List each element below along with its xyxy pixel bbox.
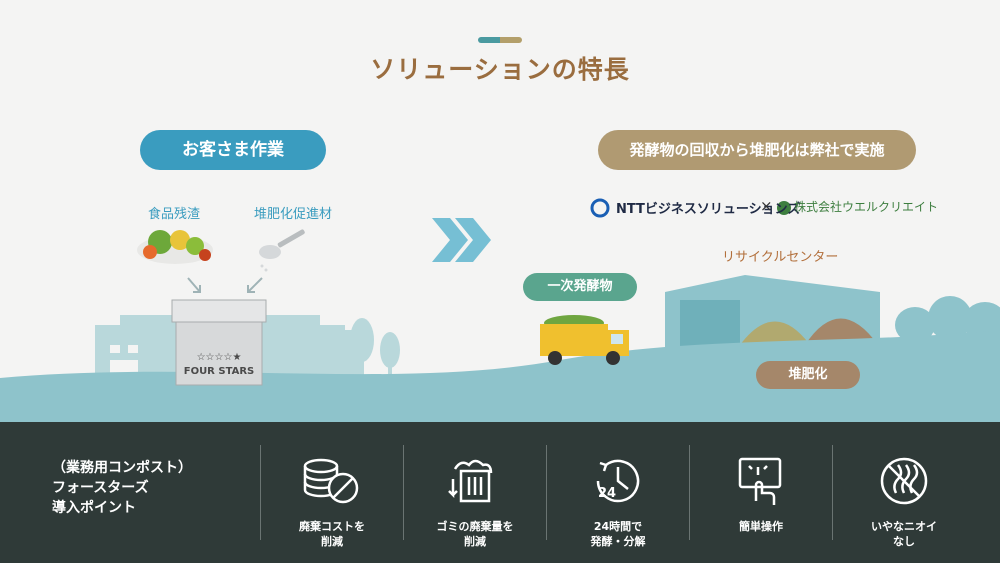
feature-text-line2: 削減	[321, 535, 343, 548]
company-work-pill: 発酵物の回収から堆肥化は弊社で実施	[598, 130, 916, 170]
feature-text-line1: 24時間で	[593, 520, 643, 533]
flow-arrow-icon	[432, 218, 491, 262]
divider	[403, 445, 404, 540]
machine-stars: ☆☆☆☆★	[197, 352, 242, 363]
title-accent-bar	[478, 37, 522, 43]
compost-accelerator-label: 堆肥化促進材	[254, 207, 333, 222]
footer-heading-line: フォースターズ	[52, 480, 149, 496]
feature-text-line1: ゴミの廃棄量を	[436, 520, 514, 533]
footer-heading-line: 導入ポイント	[52, 500, 136, 516]
feature-cost-reduction: 廃棄コストを 削減	[262, 445, 402, 549]
wellcreate-logo-icon	[777, 201, 791, 215]
compost-pile-green	[740, 321, 810, 345]
customer-work-pill: お客さま作業	[140, 130, 326, 170]
compost-pile-brown	[805, 318, 878, 345]
trash-reduce-icon	[448, 459, 493, 503]
divider	[832, 445, 833, 540]
machine-name: FOUR STARS	[184, 366, 255, 377]
scoop-icon	[259, 229, 305, 272]
input-arrows	[187, 277, 263, 293]
four-stars-machine	[171, 299, 267, 386]
recycle-center-label: リサイクルセンター	[722, 250, 839, 265]
food-waste-icon	[137, 230, 213, 264]
divider	[689, 445, 690, 540]
partner-wellcreate: 株式会社ウエルクリエイト	[794, 200, 939, 214]
partner-ntt: NTTビジネスソリューションズ	[616, 202, 801, 217]
partner-times: ×	[760, 197, 773, 215]
truck-icon	[540, 315, 629, 365]
feature-text-line2: なし	[893, 535, 915, 548]
divider	[546, 445, 547, 540]
feature-24h: 24 24時間で 発酵・分解	[548, 445, 688, 549]
feature-text-line1: 廃棄コストを	[299, 520, 365, 533]
page-title: ソリューションの特長	[370, 55, 630, 84]
svg-text:24: 24	[598, 486, 616, 501]
clock-24h-icon: 24	[596, 459, 640, 503]
footer-heading-line: （業務用コンポスト）	[52, 460, 192, 476]
footer-heading: （業務用コンポスト） フォースターズ 導入ポイント	[52, 458, 192, 518]
feature-easy-operation: 簡単操作	[691, 445, 831, 534]
feature-text-line2: 発酵・分解	[590, 535, 646, 548]
ground	[0, 330, 1000, 422]
footer-panel	[0, 422, 1000, 563]
feature-trash-reduction: ゴミの廃棄量を 削減	[405, 445, 545, 549]
feature-text-line2: 削減	[464, 535, 486, 548]
food-waste-label: 食品残渣	[148, 207, 201, 222]
touch-operation-icon	[738, 457, 782, 505]
landscape-background: ☆☆☆☆★ FOUR STARS	[0, 198, 1000, 422]
primary-ferment-pill: 一次発酵物	[523, 273, 637, 301]
feature-text-line1: 簡単操作	[739, 520, 783, 533]
feature-no-odor: いやなニオイ なし	[834, 445, 974, 549]
divider	[260, 445, 261, 540]
feature-text-line1: いやなニオイ	[871, 520, 937, 533]
coin-stack-cost-icon	[303, 458, 359, 504]
no-odor-icon	[880, 457, 928, 505]
ntt-logo-icon	[590, 198, 610, 218]
trees	[350, 318, 400, 382]
compost-pill: 堆肥化	[756, 361, 860, 389]
